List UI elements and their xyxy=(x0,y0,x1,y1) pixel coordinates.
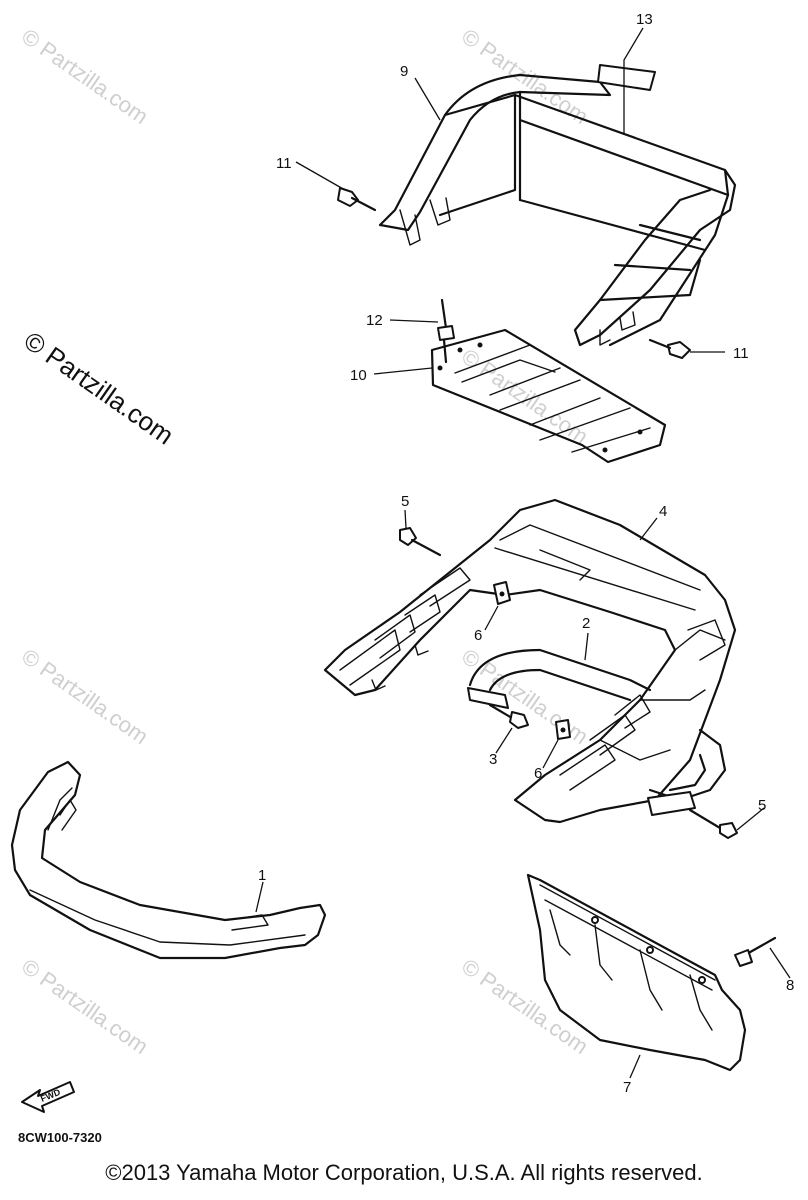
watermark-text: © Partzilla.com xyxy=(17,954,153,1060)
part-12-rivet xyxy=(437,298,455,364)
callout-13: 13 xyxy=(636,11,653,28)
watermark-text: © Partzilla.com xyxy=(17,24,153,130)
part-6-clip-lower xyxy=(555,719,571,740)
copyright-notice: ©2013 Yamaha Motor Corporation, U.S.A. A… xyxy=(105,1160,703,1185)
leader-lines xyxy=(255,27,791,1079)
diagram-code: 8CW100-7320 xyxy=(18,1130,102,1145)
callout-11-upper: 11 xyxy=(276,155,292,172)
callouts: 13 9 11 11 12 10 5 4 6 2 3 6 5 1 8 7 xyxy=(258,11,794,1096)
watermark-text: © Partzilla.com xyxy=(17,644,153,750)
watermark-group: © Partzilla.com © Partzilla.com © Partzi… xyxy=(17,24,593,1060)
part-5-bolt-lower xyxy=(688,808,738,839)
callout-12: 12 xyxy=(366,312,383,329)
part-1-front-bumper xyxy=(10,760,327,960)
part-8-rivet xyxy=(734,936,777,967)
part-10-floor-plate xyxy=(430,328,667,464)
part-13-label-sticker xyxy=(597,64,656,91)
main-watermark: © Partzilla.com xyxy=(19,325,180,450)
callout-3: 3 xyxy=(489,751,497,768)
callout-6-upper: 6 xyxy=(474,627,482,644)
callout-9: 9 xyxy=(400,63,408,80)
callout-6-lower: 6 xyxy=(534,765,542,782)
callout-1: 1 xyxy=(258,867,266,884)
callout-11-lower: 11 xyxy=(733,345,749,362)
watermark-text: © Partzilla.com xyxy=(457,954,593,1060)
part-2-bracket xyxy=(467,648,727,816)
callout-4: 4 xyxy=(659,503,667,520)
callout-10: 10 xyxy=(350,367,367,384)
watermark-text: © Partzilla.com xyxy=(457,344,593,450)
part-5-bolt-upper xyxy=(399,527,442,557)
part-4-rear-frame xyxy=(323,498,737,824)
callout-5-upper: 5 xyxy=(401,493,409,510)
callout-5-lower: 5 xyxy=(758,797,766,814)
fwd-arrow: FWD xyxy=(21,1081,75,1113)
part-3-bolt xyxy=(488,703,529,729)
callout-7: 7 xyxy=(623,1079,631,1096)
part-6-clip-upper xyxy=(493,581,511,605)
callout-8: 8 xyxy=(786,977,794,994)
part-11-bolt-upper xyxy=(337,187,377,212)
callout-2: 2 xyxy=(582,615,590,632)
part-9-rear-rack xyxy=(378,73,737,347)
part-11-bolt-lower xyxy=(648,338,691,359)
part-7-mud-flap xyxy=(526,873,747,1072)
